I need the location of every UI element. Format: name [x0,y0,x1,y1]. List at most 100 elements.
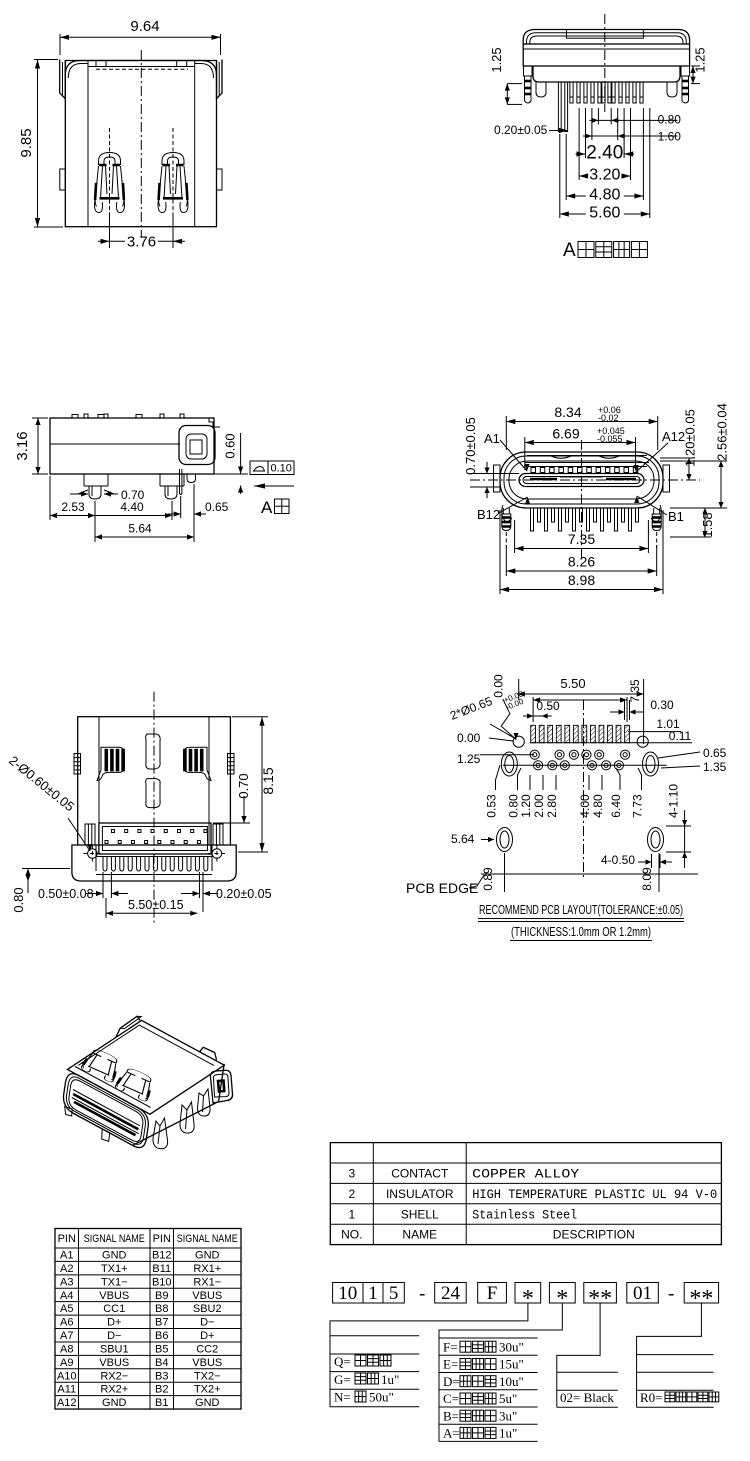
svg-text:5: 5 [389,1283,399,1304]
svg-text:-0.02: -0.02 [598,413,619,423]
svg-text:0.20±0.05: 0.20±0.05 [494,123,548,137]
svg-text:PIN: PIN [153,1233,171,1245]
svg-text:6.69: 6.69 [552,426,579,442]
svg-text:A2: A2 [60,1263,73,1275]
svg-text:5.60: 5.60 [589,205,620,222]
svg-text:0.50±0.08: 0.50±0.08 [38,887,94,901]
svg-text:-: - [419,1284,425,1305]
svg-text:VBUS: VBUS [192,1357,222,1369]
svg-text:CONTACT: CONTACT [391,1167,449,1181]
svg-text:A4: A4 [60,1290,73,1302]
svg-text:1.20±0.05: 1.20±0.05 [683,409,698,467]
svg-text:GND: GND [102,1250,127,1262]
svg-text:B9: B9 [155,1290,168,1302]
svg-text:24: 24 [441,1283,461,1304]
svg-text:*: * [556,1286,568,1312]
svg-text:A: A [261,498,273,517]
svg-text:A11: A11 [57,1384,76,1396]
svg-text:1.20: 1.20 [519,794,533,818]
svg-text:B=: B= [443,1408,459,1423]
svg-text:A7: A7 [60,1330,73,1342]
svg-text:*: * [522,1286,534,1312]
svg-text:Q=: Q= [334,1354,351,1369]
svg-text:A5: A5 [60,1303,73,1315]
svg-text:2.00: 2.00 [532,794,546,818]
svg-text:02= Black: 02= Black [560,1390,614,1405]
svg-text:A8: A8 [60,1343,73,1355]
svg-text:A3: A3 [60,1276,73,1288]
svg-text:8.09: 8.09 [640,867,654,891]
svg-text:A12: A12 [57,1397,77,1409]
svg-text:1.01: 1.01 [656,717,680,731]
svg-text:4.80: 4.80 [589,187,620,204]
svg-text:A12: A12 [662,429,685,444]
svg-text:VBUS: VBUS [99,1357,129,1369]
svg-text:D+: D+ [107,1317,121,1329]
svg-text:B7: B7 [155,1317,168,1329]
svg-text:3.20: 3.20 [589,167,620,184]
svg-text:SBU2: SBU2 [193,1303,222,1315]
svg-text:9.85: 9.85 [18,128,35,157]
svg-text:B4: B4 [155,1357,168,1369]
svg-text:TX1+: TX1+ [101,1263,128,1275]
svg-text:CC1: CC1 [103,1303,125,1315]
svg-text:F=: F= [443,1339,458,1354]
svg-text:GND: GND [195,1397,220,1409]
svg-text:A10: A10 [57,1370,77,1382]
svg-text:10: 10 [338,1283,357,1304]
svg-text:B2: B2 [155,1384,168,1396]
svg-text:INSULATOR: INSULATOR [386,1187,454,1201]
svg-text:B1: B1 [155,1397,168,1409]
svg-text:4-1.10: 4-1.10 [667,784,681,818]
svg-text:5u": 5u" [499,1391,517,1406]
svg-text:4.80: 4.80 [591,794,605,818]
svg-text:0.70±0.05: 0.70±0.05 [463,417,478,475]
svg-text:N=: N= [334,1390,351,1405]
svg-text:2: 2 [348,1187,355,1201]
svg-text:0.20±0.05: 0.20±0.05 [216,887,272,901]
svg-text:B6: B6 [155,1330,168,1342]
svg-text:-0.055: -0.055 [597,434,623,444]
svg-text:RX2+: RX2+ [100,1384,128,1396]
svg-text:A1: A1 [60,1250,73,1262]
svg-text:COPPER ALLOY: COPPER ALLOY [472,1168,580,1182]
svg-text:2.80: 2.80 [545,794,559,818]
svg-text:A6: A6 [60,1317,73,1329]
svg-text:4.40: 4.40 [120,500,144,514]
svg-text:50u": 50u" [369,1390,394,1405]
svg-text:-: - [668,1284,674,1305]
svg-text:A=: A= [443,1426,460,1441]
svg-text:SIGNAL NAME: SIGNAL NAME [177,1233,238,1245]
svg-text:0.53: 0.53 [485,794,499,818]
svg-text:+0.045: +0.045 [597,426,625,436]
svg-text:8.26: 8.26 [568,554,595,570]
svg-text:VBUS: VBUS [99,1290,129,1302]
svg-text:5.64: 5.64 [451,832,475,846]
svg-text:9.64: 9.64 [130,18,159,35]
svg-text:A1: A1 [484,431,500,446]
svg-text:1u": 1u" [499,1426,517,1441]
svg-text:1u": 1u" [381,1372,399,1387]
svg-text:0.65: 0.65 [205,500,229,514]
svg-text:C=: C= [443,1391,459,1406]
svg-text:D=: D= [443,1374,460,1389]
svg-text:1.25: 1.25 [457,752,481,766]
svg-text:B11: B11 [152,1263,171,1275]
svg-text:0.80: 0.80 [658,113,682,127]
svg-text:B12: B12 [152,1250,172,1262]
svg-text:PIN: PIN [58,1233,76,1245]
svg-text:D−: D− [200,1317,214,1329]
svg-text:F: F [487,1283,498,1304]
svg-text:B3: B3 [155,1370,168,1382]
svg-text:B1: B1 [668,509,684,524]
svg-text:1.25: 1.25 [489,47,504,72]
svg-text:R0=: R0= [640,1390,663,1405]
svg-text:7.73: 7.73 [631,794,645,818]
svg-text:GND: GND [102,1397,127,1409]
svg-text:3.16: 3.16 [14,431,31,460]
svg-text:TX2+: TX2+ [194,1384,221,1396]
svg-text:4.00: 4.00 [578,794,592,818]
svg-text:A: A [563,240,576,261]
svg-text:2.40: 2.40 [586,143,623,164]
svg-text:TX2−: TX2− [194,1370,221,1382]
